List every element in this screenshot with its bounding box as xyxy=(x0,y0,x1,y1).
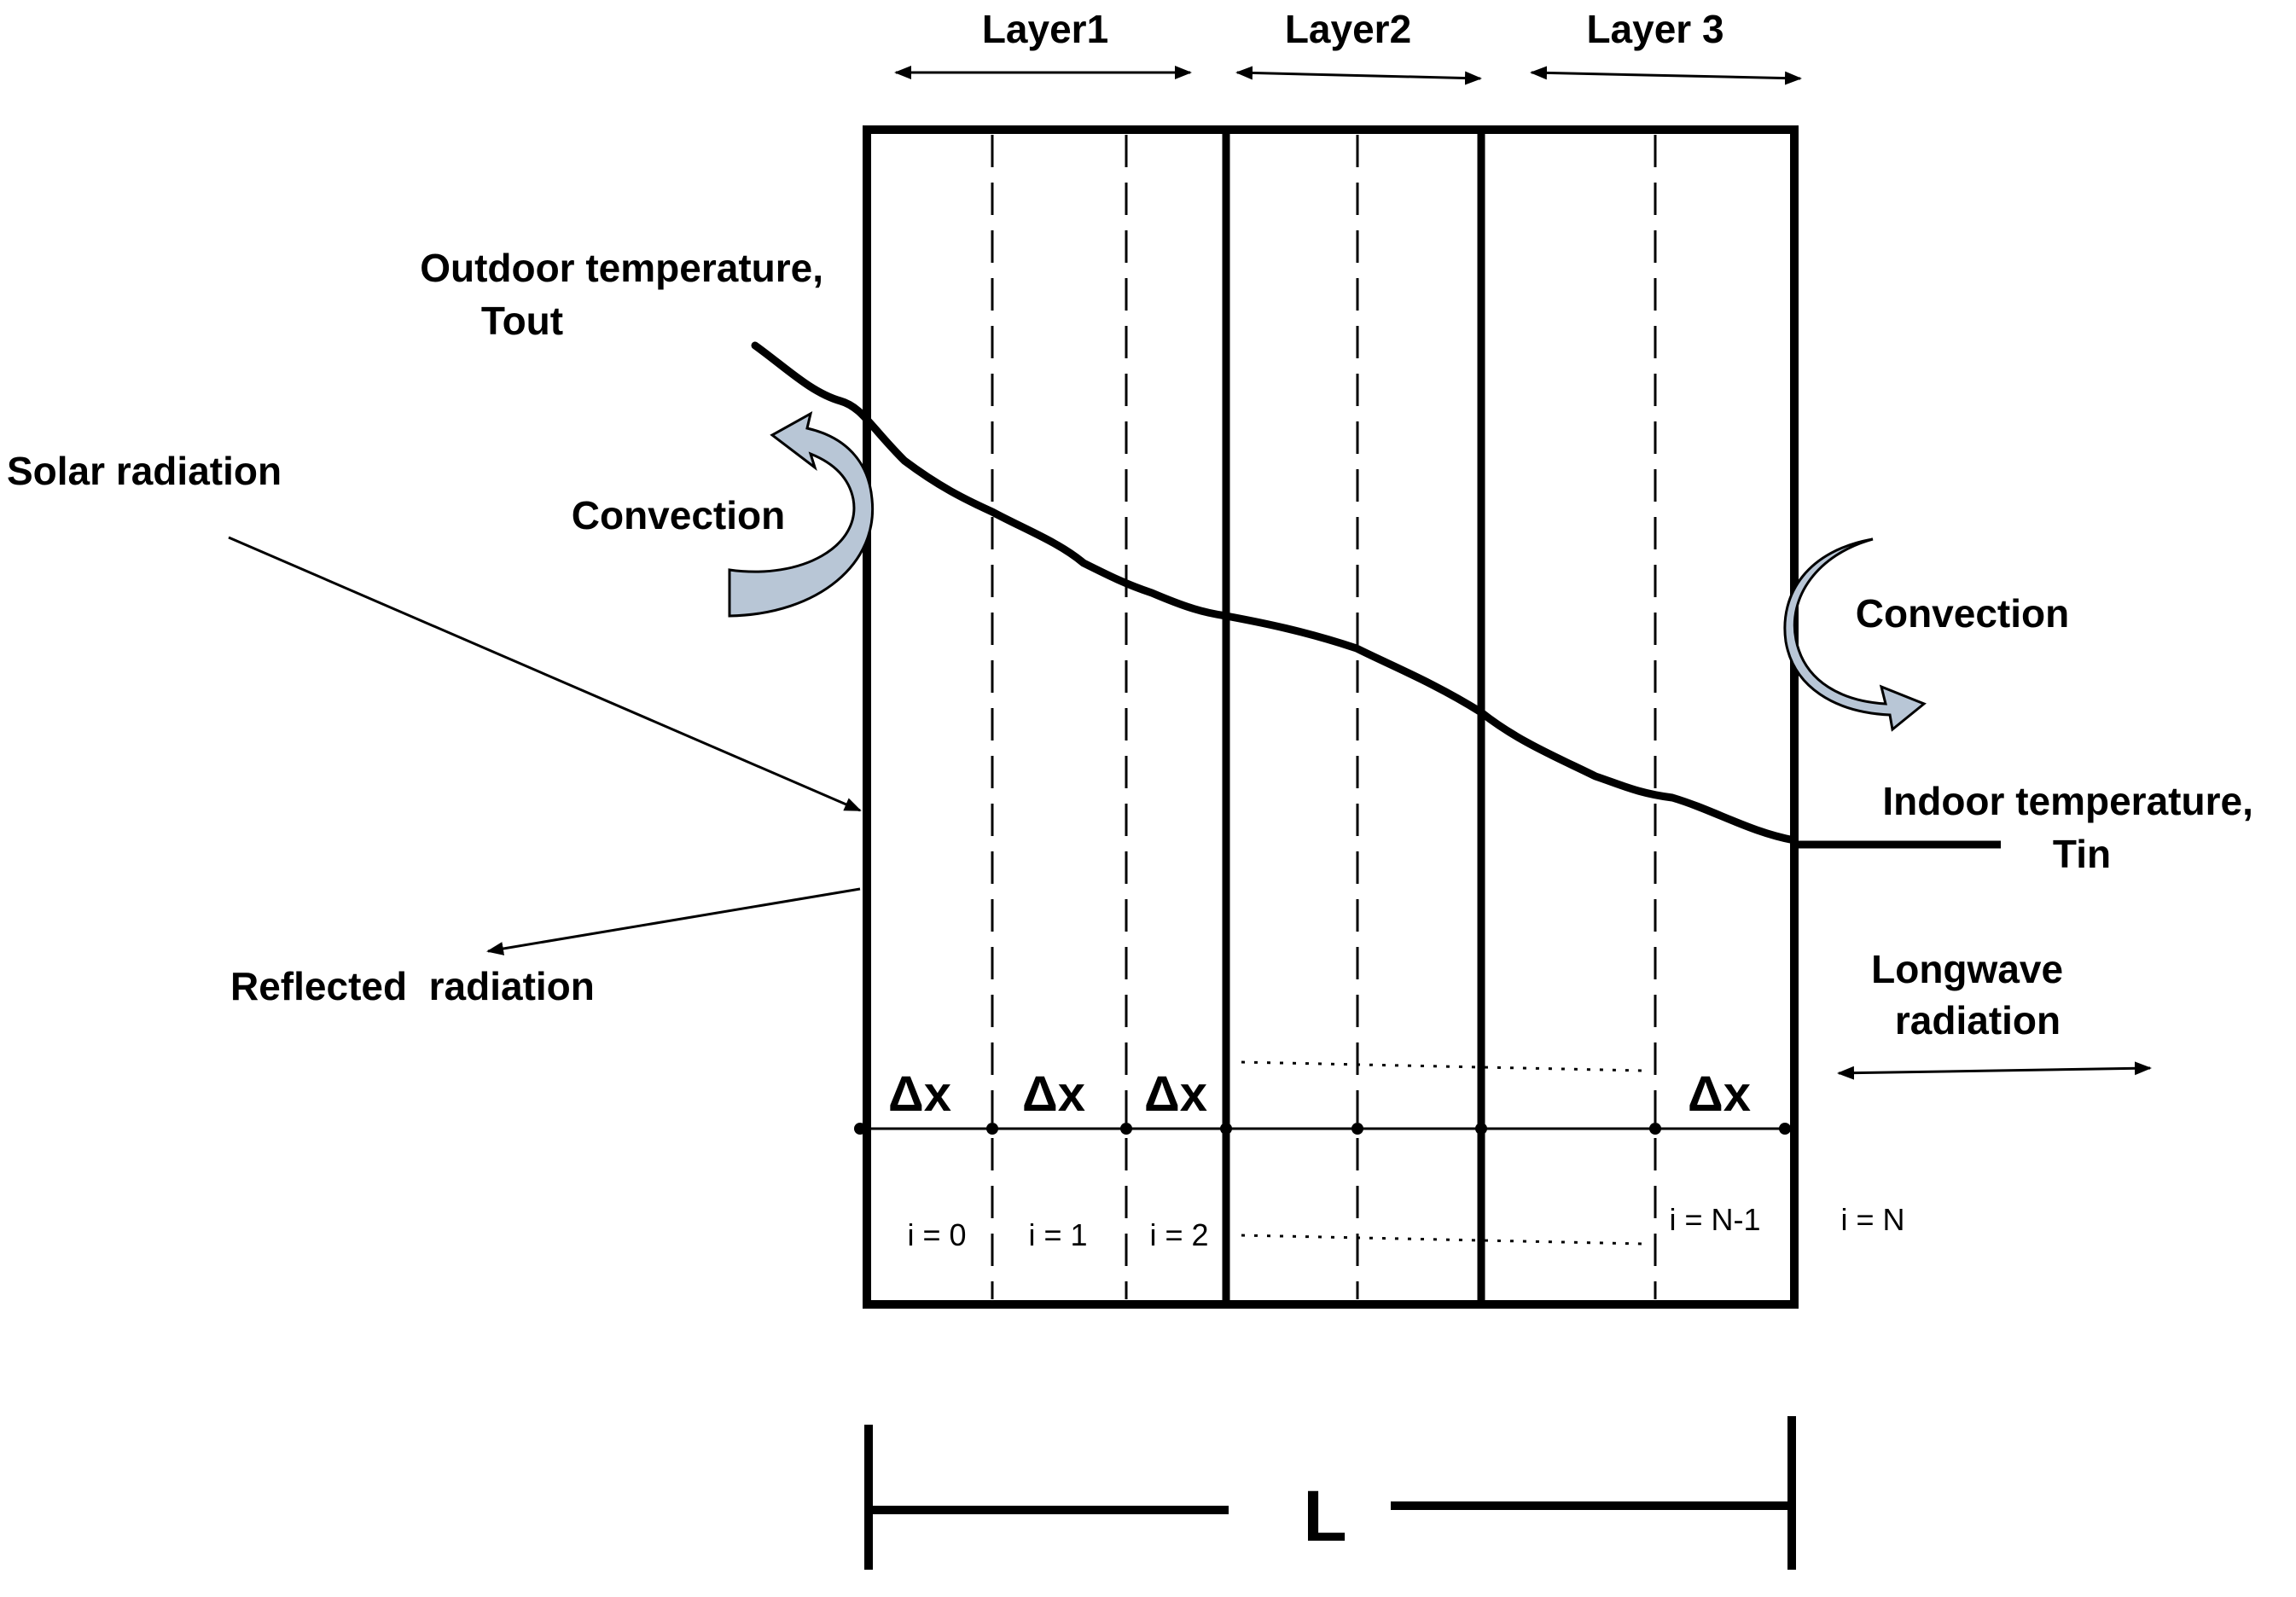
layer3-width-arrow xyxy=(1530,66,1802,85)
indoor-temperature-label: Indoor temperature, Tin xyxy=(1882,779,2264,876)
node-index-n: i = N xyxy=(1840,1202,1904,1237)
solar-radiation-arrow xyxy=(228,536,862,812)
convection-left-arrow xyxy=(728,411,875,618)
node-planes xyxy=(991,135,1657,1299)
node-points xyxy=(854,1123,1791,1135)
convection-left-label: Convection xyxy=(572,493,785,537)
layer2-label: Layer2 xyxy=(1285,7,1411,51)
longwave-radiation-arrow xyxy=(1837,1061,2152,1080)
convection-right-arrow xyxy=(1783,537,1927,732)
length-dimension xyxy=(864,1416,1796,1570)
layer3-label: Layer 3 xyxy=(1586,7,1723,51)
convection-right-label: Convection xyxy=(1856,591,2069,636)
dx-label-2: Δx xyxy=(1022,1066,1085,1122)
dx-label-4: Δx xyxy=(1688,1066,1751,1122)
node-index-n-1: i = N-1 xyxy=(1669,1202,1760,1237)
dotted-continuation-top xyxy=(1241,1060,1643,1072)
layer2-width-arrow xyxy=(1235,66,1482,85)
dx-label-3: Δx xyxy=(1144,1066,1207,1122)
temperature-profile-curve xyxy=(751,341,1799,845)
wall-outline xyxy=(863,125,1799,1309)
longwave-radiation-label: Longwave radiation xyxy=(1871,947,2074,1042)
outdoor-temperature-label: Outdoor temperature, Tout xyxy=(420,246,834,343)
reflected-radiation-arrow xyxy=(486,887,861,955)
node-index-0: i = 0 xyxy=(907,1217,966,1252)
node-index-2: i = 2 xyxy=(1149,1217,1208,1252)
node-index-1: i = 1 xyxy=(1028,1217,1087,1252)
reflected-radiation-label: Reflected radiation xyxy=(230,964,595,1008)
dotted-continuation-bottom xyxy=(1241,1234,1643,1246)
total-length-label: L xyxy=(1303,1476,1346,1556)
solar-radiation-label: Solar radiation xyxy=(7,449,282,493)
layer1-label: Layer1 xyxy=(982,7,1108,51)
dx-label-1: Δx xyxy=(888,1066,951,1122)
